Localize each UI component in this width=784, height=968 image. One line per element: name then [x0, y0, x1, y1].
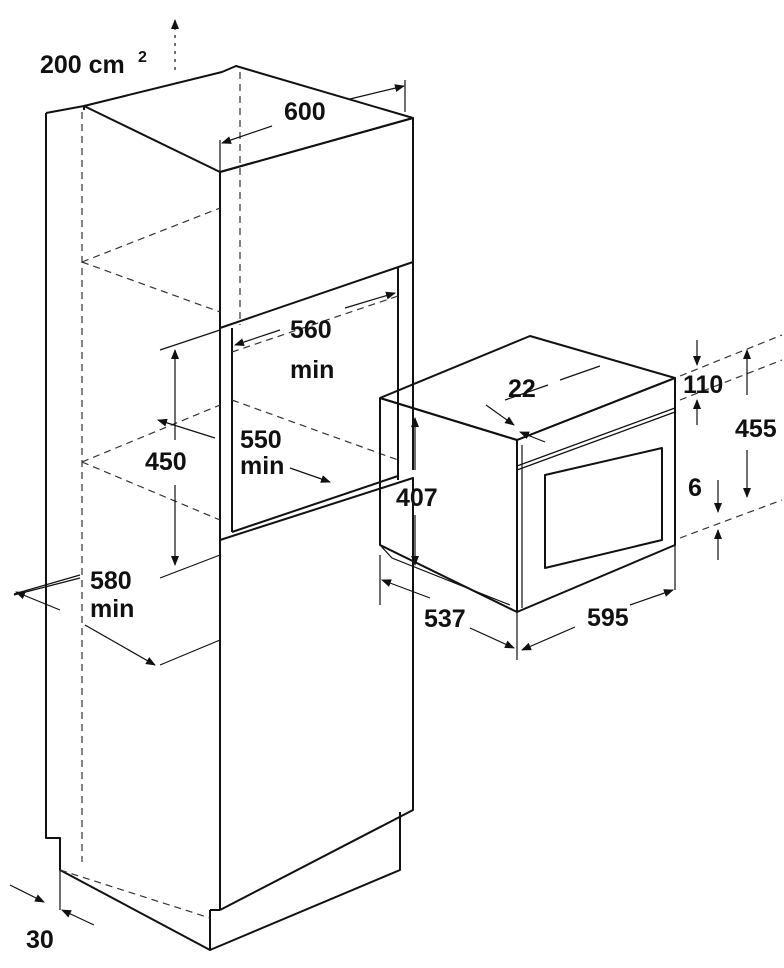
- label-550: 550: [240, 426, 282, 454]
- label-6: 6: [688, 474, 702, 502]
- oven: [379, 335, 676, 613]
- label-580-min: min: [90, 595, 134, 623]
- label-ventilation-sup: 2: [138, 49, 147, 66]
- label-30: 30: [26, 926, 54, 954]
- label-537: 537: [424, 605, 466, 633]
- dimension-lines: [9, 19, 783, 926]
- label-580: 580: [90, 567, 132, 595]
- label-22: 22: [508, 375, 536, 403]
- tall-cabinet: [45, 65, 414, 951]
- label-595: 595: [587, 604, 629, 632]
- label-455: 455: [735, 415, 777, 443]
- label-450: 450: [145, 448, 187, 476]
- label-407: 407: [396, 484, 438, 512]
- label-ventilation: 200 cm: [40, 51, 125, 79]
- label-600: 600: [284, 98, 326, 126]
- label-560-min: min: [290, 356, 334, 384]
- label-110: 110: [683, 371, 723, 399]
- label-560: 560: [290, 316, 332, 344]
- label-550-min: min: [240, 452, 284, 480]
